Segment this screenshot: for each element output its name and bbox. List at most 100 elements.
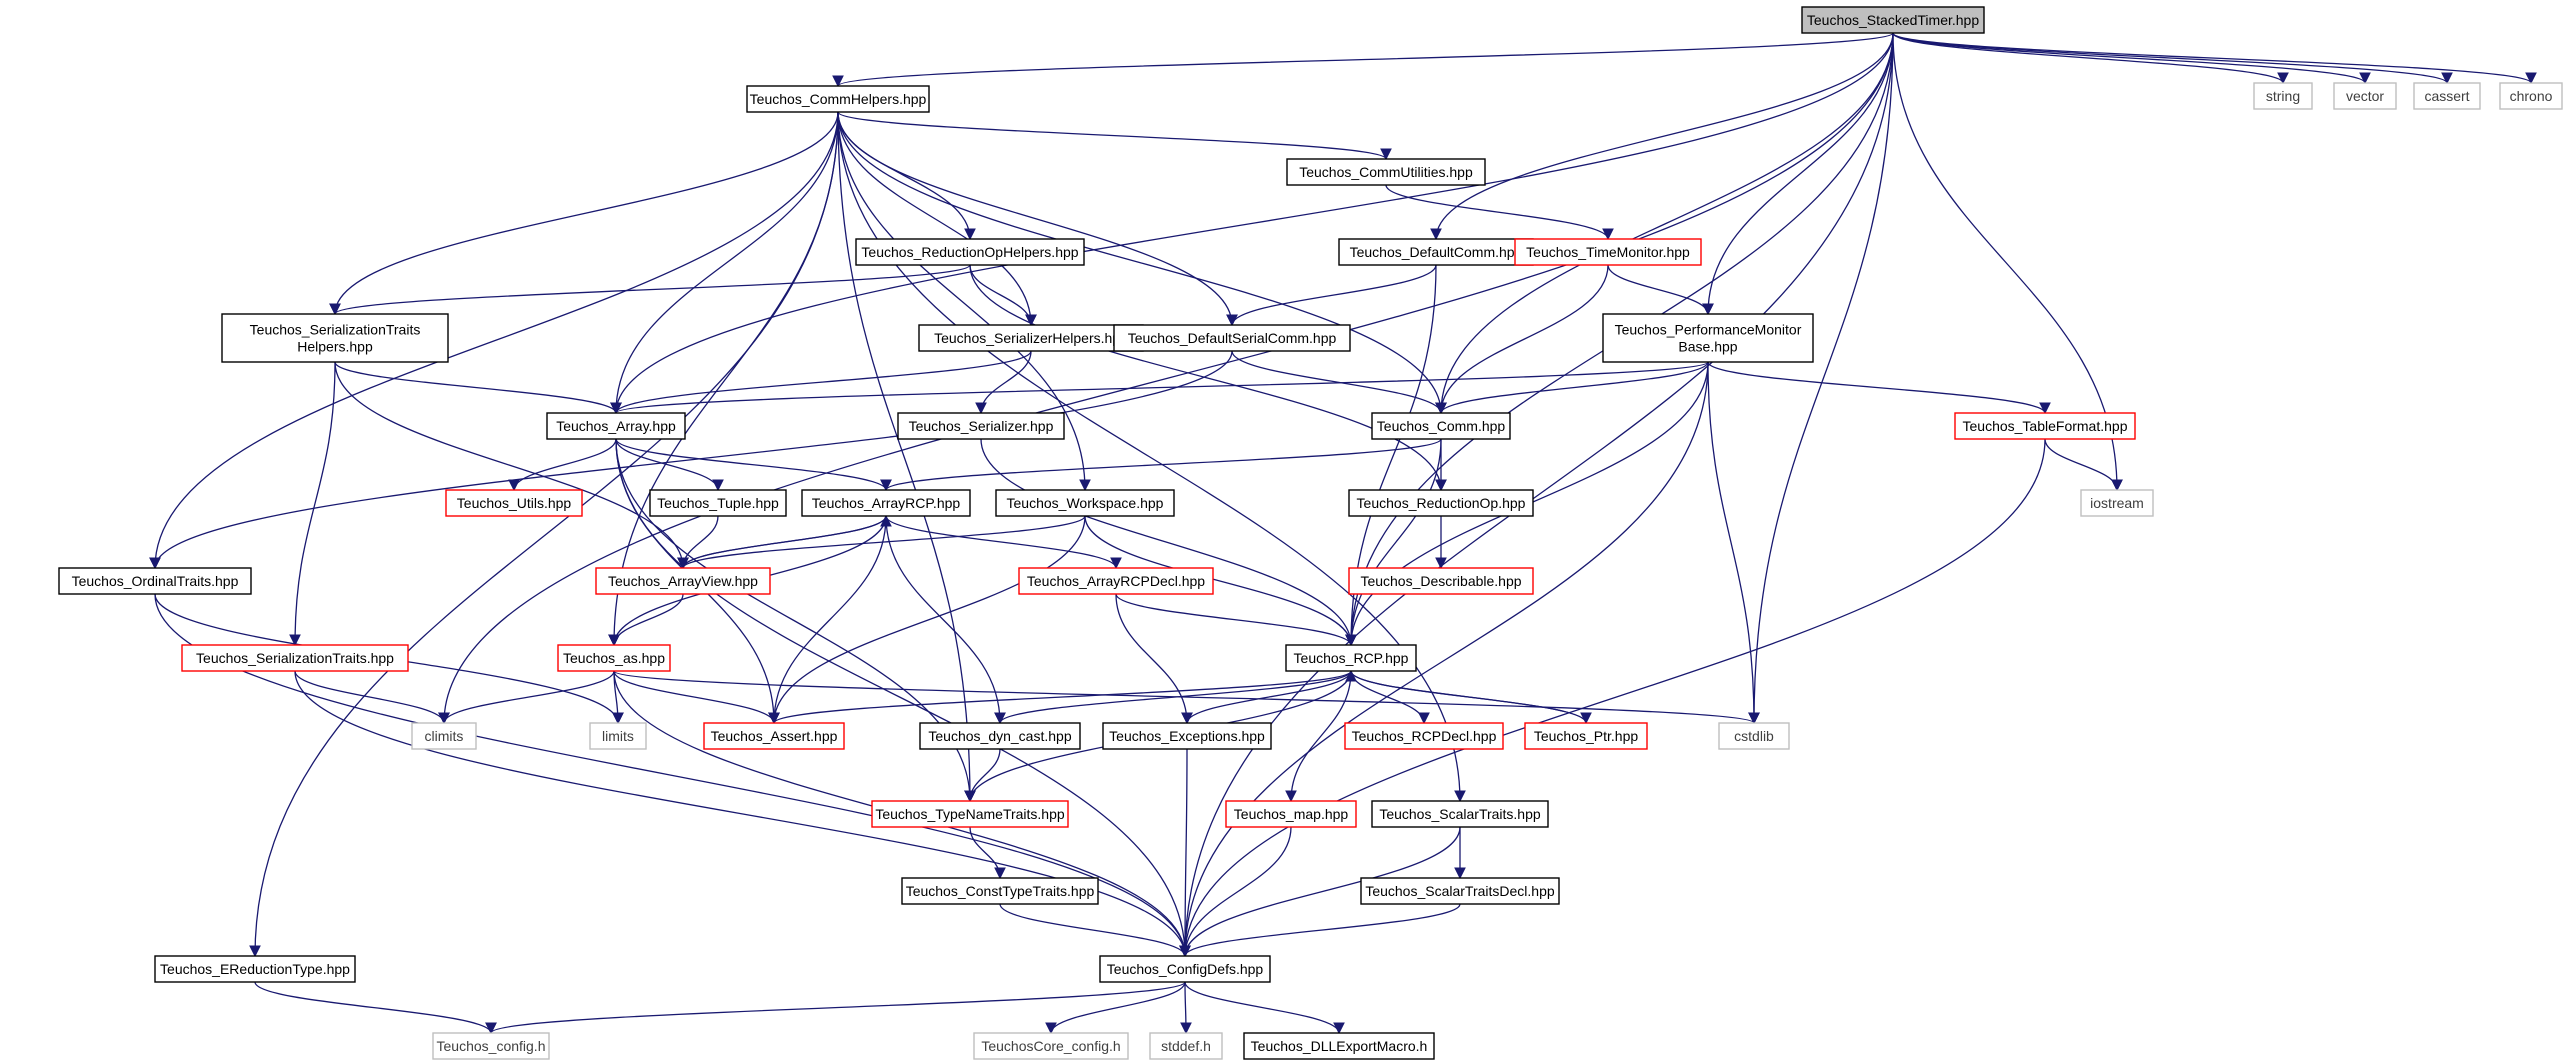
node-tableformat[interactable]: Teuchos_TableFormat.hpp	[1954, 412, 2136, 440]
node-ereductiontype[interactable]: Teuchos_EReductionType.hpp	[154, 955, 356, 983]
node-configdefs[interactable]: Teuchos_ConfigDefs.hpp	[1099, 955, 1271, 983]
node-cassert: cassert	[2413, 82, 2481, 110]
node-box	[1360, 877, 1560, 905]
edge-arrayrcp-to-dyncast	[885, 515, 1006, 725]
node-dyncast[interactable]: Teuchos_dyn_cast.hpp	[919, 722, 1081, 750]
node-label: Base.hpp	[1678, 339, 1737, 355]
node-box	[2080, 489, 2154, 517]
edge-perfmonitorbase-to-comm	[1435, 361, 1709, 415]
node-arrayrcpdecl[interactable]: Teuchos_ArrayRCPDecl.hpp	[1018, 567, 1214, 595]
node-label: Teuchos_map.hpp	[1234, 806, 1349, 822]
node-reductionop[interactable]: Teuchos_ReductionOp.hpp	[1348, 489, 1534, 517]
node-box	[445, 489, 583, 517]
node-map[interactable]: Teuchos_map.hpp	[1225, 800, 1357, 828]
node-timemonitor[interactable]: Teuchos_TimeMonitor.hpp	[1514, 238, 1702, 266]
edge-defaultserialcomm-to-comm	[1231, 350, 1447, 415]
edge-serializationtraitshelpers-to-serializationtraits	[289, 361, 336, 647]
node-label: Teuchos_TableFormat.hpp	[1963, 418, 2128, 434]
edge-commhelpers-to-workspace	[837, 111, 1091, 492]
edge-serializationtraits-to-climits	[294, 670, 450, 725]
node-climits: climits	[411, 722, 477, 750]
node-label: Teuchos_RCPDecl.hpp	[1352, 728, 1497, 744]
node-reductionophelpers[interactable]: Teuchos_ReductionOpHelpers.hpp	[855, 238, 1085, 266]
edge-ereductiontype-to-config	[254, 981, 497, 1035]
edge-workspace-to-rcp	[1084, 515, 1357, 647]
node-box	[871, 800, 1069, 828]
node-array[interactable]: Teuchos_Array.hpp	[546, 412, 686, 440]
node-commhelpers[interactable]: Teuchos_CommHelpers.hpp	[746, 85, 930, 113]
edge-perfmonitorbase-to-cstdlib	[1707, 361, 1760, 725]
node-consttypetraits[interactable]: Teuchos_ConstTypeTraits.hpp	[901, 877, 1099, 905]
node-workspace[interactable]: Teuchos_Workspace.hpp	[995, 489, 1175, 517]
node-label: Teuchos_TimeMonitor.hpp	[1526, 244, 1690, 260]
node-exceptions[interactable]: Teuchos_Exceptions.hpp	[1102, 722, 1272, 750]
edge-perfmonitorbase-to-array	[610, 361, 1709, 415]
node-rcp[interactable]: Teuchos_RCP.hpp	[1285, 644, 1417, 672]
edge-perfmonitorbase-to-tableformat	[1707, 361, 2051, 415]
node-box	[897, 412, 1065, 440]
edge-commhelpers-to-serializationtraitshelpers	[329, 111, 839, 316]
node-commutilities[interactable]: Teuchos_CommUtilities.hpp	[1286, 158, 1486, 186]
node-ptr[interactable]: Teuchos_Ptr.hpp	[1524, 722, 1648, 750]
node-utils[interactable]: Teuchos_Utils.hpp	[445, 489, 583, 517]
node-label: Teuchos_Ptr.hpp	[1534, 728, 1639, 744]
node-label: Teuchos_OrdinalTraits.hpp	[72, 573, 239, 589]
node-label: Teuchos_StackedTimer.hpp	[1807, 12, 1979, 28]
node-box	[995, 489, 1175, 517]
node-label: Teuchos_dyn_cast.hpp	[928, 728, 1071, 744]
node-label: Teuchos_ArrayRCPDecl.hpp	[1027, 573, 1205, 589]
node-label: Teuchos_ConstTypeTraits.hpp	[906, 883, 1095, 899]
node-label: Teuchos_TypeNameTraits.hpp	[875, 806, 1065, 822]
node-label: stddef.h	[1161, 1038, 1211, 1054]
node-serializerhelpers[interactable]: Teuchos_SerializerHelpers.hpp	[918, 324, 1144, 352]
node-serializationtraits[interactable]: Teuchos_SerializationTraits.hpp	[181, 644, 409, 672]
node-label: TeuchosCore_config.h	[981, 1038, 1120, 1054]
node-box	[1344, 722, 1504, 750]
node-box	[1718, 722, 1790, 750]
node-tuple[interactable]: Teuchos_Tuple.hpp	[649, 489, 787, 517]
node-label: iostream	[2090, 495, 2144, 511]
edge-arrayrcp-to-arrayrcpdecl	[885, 515, 1122, 570]
node-box	[1099, 955, 1271, 983]
edge-rcp-to-exceptions	[1181, 670, 1352, 725]
node-ordinaltraits[interactable]: Teuchos_OrdinalTraits.hpp	[58, 567, 252, 595]
node-typenametraits[interactable]: Teuchos_TypeNameTraits.hpp	[871, 800, 1069, 828]
node-label: Teuchos_Exceptions.hpp	[1109, 728, 1265, 744]
node-label: limits	[602, 728, 634, 744]
node-rcpdecl[interactable]: Teuchos_RCPDecl.hpp	[1344, 722, 1504, 750]
node-label: Teuchos_CommUtilities.hpp	[1299, 164, 1473, 180]
node-box	[649, 489, 787, 517]
edge-serializationtraitshelpers-to-array	[334, 361, 622, 415]
node-box	[58, 567, 252, 595]
edge-stackedtimer-to-array	[610, 32, 1894, 415]
node-scalartraits[interactable]: Teuchos_ScalarTraits.hpp	[1371, 800, 1549, 828]
node-defaultcomm[interactable]: Teuchos_DefaultComm.hpp	[1338, 238, 1534, 266]
node-scalartraitsdecl[interactable]: Teuchos_ScalarTraitsDecl.hpp	[1360, 877, 1560, 905]
node-box	[1348, 489, 1534, 517]
node-describable[interactable]: Teuchos_Describable.hpp	[1348, 567, 1534, 595]
node-assert[interactable]: Teuchos_Assert.hpp	[703, 722, 845, 750]
node-arrayview[interactable]: Teuchos_ArrayView.hpp	[595, 567, 771, 595]
node-box	[1243, 1032, 1435, 1060]
node-stackedtimer[interactable]: Teuchos_StackedTimer.hpp	[1801, 6, 1985, 34]
edge-stackedtimer-to-comm	[1435, 32, 1894, 415]
edge-timemonitor-to-comm	[1435, 264, 1609, 415]
node-as[interactable]: Teuchos_as.hpp	[557, 644, 671, 672]
edge-as-to-assert	[613, 670, 780, 725]
node-limits: limits	[589, 722, 647, 750]
node-label: Teuchos_ScalarTraitsDecl.hpp	[1365, 883, 1555, 899]
node-defaultserialcomm[interactable]: Teuchos_DefaultSerialComm.hpp	[1113, 324, 1351, 352]
node-serializer[interactable]: Teuchos_Serializer.hpp	[897, 412, 1065, 440]
node-box	[746, 85, 930, 113]
node-arrayrcp[interactable]: Teuchos_ArrayRCP.hpp	[801, 489, 971, 517]
edge-stackedtimer-to-cstdlib	[1748, 32, 1894, 725]
node-label: Teuchos_DLLExportMacro.h	[1251, 1038, 1428, 1054]
node-dllexport[interactable]: Teuchos_DLLExportMacro.h	[1243, 1032, 1435, 1060]
node-label: Teuchos_PerformanceMonitor	[1615, 322, 1802, 338]
edge-stackedtimer-to-iostream	[1892, 32, 2123, 492]
edge-commhelpers-to-serializerhelpers	[837, 111, 1037, 327]
node-comm[interactable]: Teuchos_Comm.hpp	[1371, 412, 1511, 440]
node-label: climits	[425, 728, 464, 744]
